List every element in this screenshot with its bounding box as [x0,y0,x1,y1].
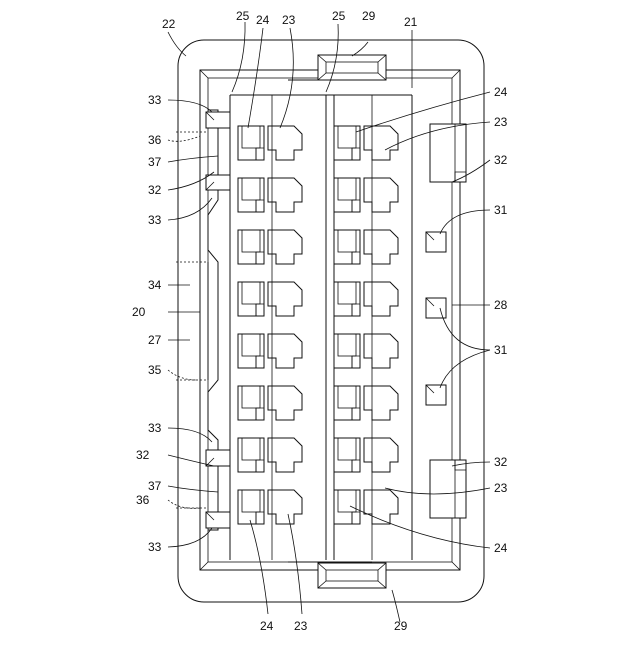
contact-cavity [238,334,302,368]
label-37-left-2: 37 [148,479,162,493]
label-23-right-top: 23 [494,115,508,129]
label-31-bottom: 31 [494,343,508,357]
label-20: 20 [132,305,146,319]
contact-cavity [334,178,398,212]
label-25-left: 25 [236,9,250,23]
label-31-top: 31 [494,203,508,217]
label-28: 28 [494,298,508,312]
contact-cavities [238,126,398,524]
contact-cavity [334,490,398,524]
label-23-bottom: 23 [294,619,308,633]
contact-cavity [238,438,302,472]
contact-cavity [238,282,302,316]
label-33-left-4: 33 [148,540,162,554]
label-36-left-2: 36 [136,493,150,507]
contact-cavity [334,282,398,316]
contact-cavity [238,126,302,160]
right-block-upper [430,124,466,182]
inner-frame [200,70,460,570]
label-25-right: 25 [332,9,346,23]
label-32-right-top: 32 [494,153,508,167]
label-32-left-1: 32 [148,183,162,197]
label-33-left-2: 33 [148,213,162,227]
label-32-left-2: 32 [136,448,150,462]
label-29-bottom: 29 [394,619,408,633]
contact-cavity [334,126,398,160]
contact-cavity [334,386,398,420]
label-24-right-bottom: 24 [494,541,508,555]
label-34: 34 [148,278,162,292]
label-23-right-bottom: 23 [494,481,508,495]
label-29-top: 29 [362,9,376,23]
label-37-left-1: 37 [148,155,162,169]
inner-frame-bevel [208,78,452,562]
contact-cavity [238,490,302,524]
right-block-lower [430,460,466,518]
label-32-right-bottom: 32 [494,455,508,469]
latch-bottom [318,563,386,588]
contact-cavity [334,334,398,368]
contact-cavity [334,438,398,472]
label-23-top: 23 [282,13,296,27]
label-33-left-3: 33 [148,421,162,435]
label-36-left-1: 36 [148,133,162,147]
frame-corner-br [452,562,460,570]
frame-corner-tr [452,70,460,78]
contact-cavity [238,230,302,264]
frame-corner-bl [200,562,208,570]
frame-corner-tl [200,70,208,78]
contact-cavity [334,230,398,264]
label-35: 35 [148,363,162,377]
label-24-right-top: 24 [494,85,508,99]
label-22: 22 [162,17,176,31]
label-24-top: 24 [256,13,270,27]
latch-top [318,55,386,80]
contact-cavity [238,386,302,420]
label-21: 21 [404,15,418,29]
label-27: 27 [148,333,162,347]
contact-cavity [238,178,302,212]
label-33-left-1: 33 [148,93,162,107]
label-24-bottom: 24 [260,619,274,633]
